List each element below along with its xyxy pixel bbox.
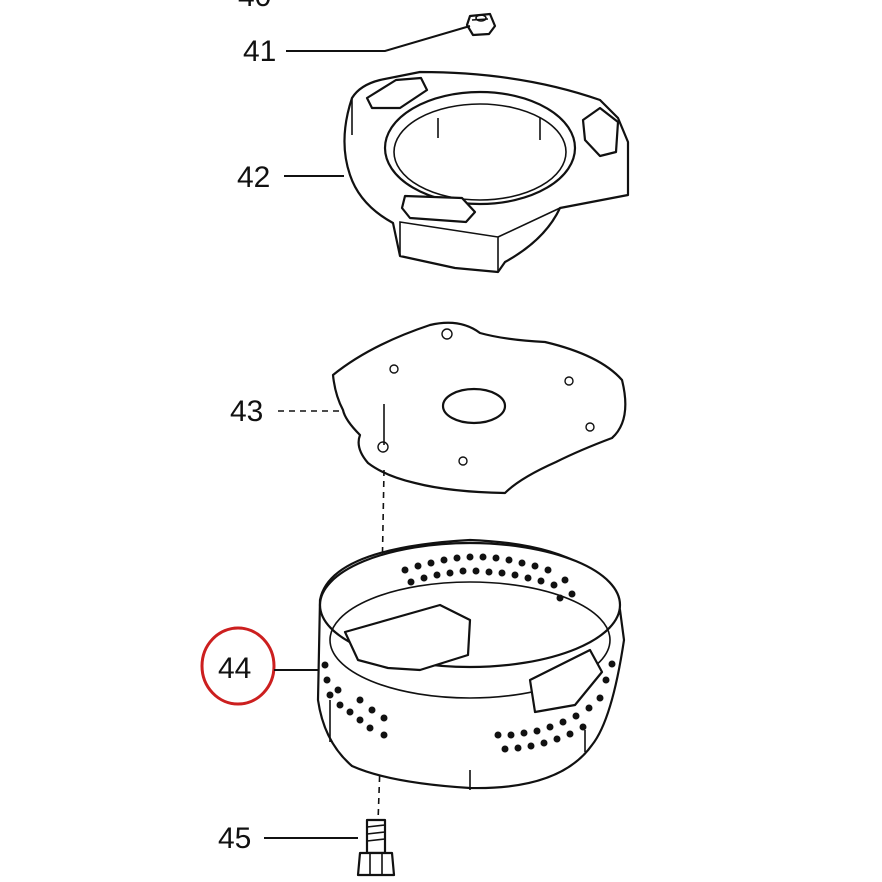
part-41-nut [465,12,497,37]
perforation-pattern-lower [321,660,616,753]
part-42-ring-holder [343,70,630,274]
callout-44-label: 44 [218,652,251,685]
callout-40-label: 40 [238,0,271,13]
callout-45-label: 45 [218,822,251,855]
callout-41-label: 41 [243,35,276,68]
callout-42-label: 42 [237,161,270,194]
leader-line-41 [286,25,471,52]
perforation-pattern-upper [401,553,576,602]
part-44-perforated-drum [316,538,626,790]
assembly-axis-lower [377,764,381,823]
part-43-plate [331,321,627,495]
callout-44-highlight-circle [200,626,276,706]
callout-43-label: 43 [230,395,263,428]
part-45-bolt [356,818,396,877]
